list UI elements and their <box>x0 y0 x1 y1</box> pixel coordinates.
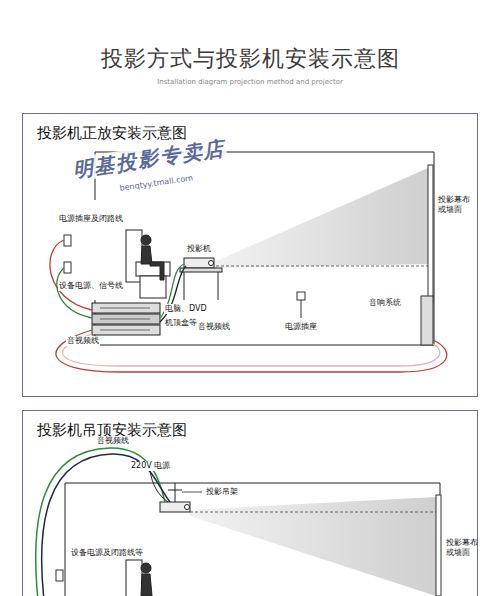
floor-socket <box>297 292 305 318</box>
speaker <box>421 296 433 345</box>
part-label: 投影幕布或墙面 <box>438 195 470 214</box>
part-label: 电源插座 <box>284 322 318 332</box>
projector-table <box>180 258 222 300</box>
part-label: 机顶盒等 <box>164 318 198 328</box>
part-label: 设备电源、信号线 <box>58 281 124 291</box>
part-label: 投影吊架 <box>205 487 239 497</box>
chair-person <box>126 230 170 298</box>
cable-label: 音视频线 <box>197 322 231 332</box>
axis-line <box>216 266 428 267</box>
light-beam <box>214 168 428 268</box>
page-title: 投影方式与投影机安装示意图 <box>0 44 500 74</box>
diagram-panel: 投影机吊顶安装示意图 <box>22 410 478 596</box>
screen <box>428 165 433 303</box>
wall-socket <box>56 570 63 581</box>
axis-line <box>190 512 436 513</box>
part-label: 投影机 <box>186 244 212 254</box>
part-label: 电源插座及闭路线 <box>58 214 124 224</box>
subtitle: Installation diagram projection method a… <box>0 78 500 86</box>
part-label: 电脑、DVD <box>164 304 208 314</box>
wall-socket <box>64 235 71 246</box>
light-beam <box>190 497 436 596</box>
screen <box>436 495 441 596</box>
part-label: 设备电源及闭路线等 <box>70 548 144 558</box>
room-2 <box>65 483 440 596</box>
watermark: 明基投影专卖店 <box>70 136 228 181</box>
chair-person <box>126 560 152 596</box>
wall-socket <box>64 262 71 273</box>
cable-label: 音视频线 <box>96 436 130 446</box>
panel-heading: 投影机正放安装示意图 <box>37 124 187 143</box>
cables-1 <box>50 240 447 372</box>
cable-label: 音视频线 <box>66 336 100 346</box>
part-label: 投影幕布或墙面 <box>446 538 478 557</box>
watermark-url: benqtyy.tmall.com <box>118 173 195 193</box>
part-label: 220V 电源 <box>130 461 171 471</box>
part-label: 音响系统 <box>368 298 402 308</box>
equipment-rack <box>92 303 160 335</box>
